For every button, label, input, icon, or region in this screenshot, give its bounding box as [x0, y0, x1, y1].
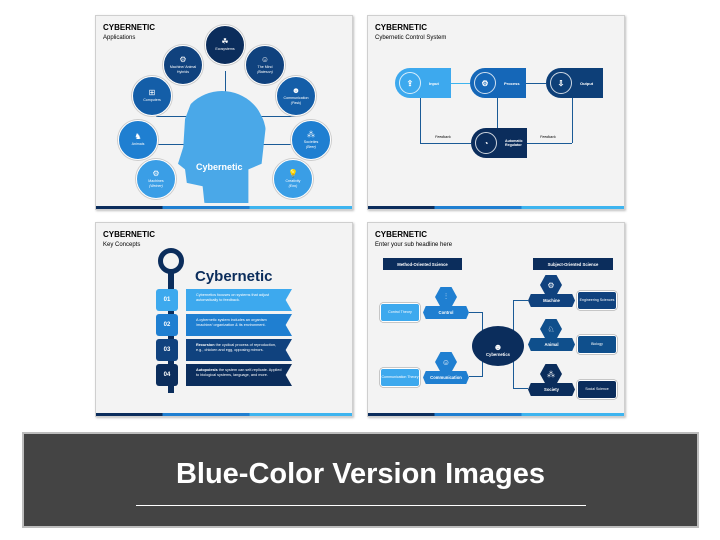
communication-node[interactable]: Communication — [423, 371, 469, 384]
regulator-block[interactable]: ◔Automatic Regulator — [471, 128, 527, 158]
engineering-box: Engineering Sciences — [577, 291, 617, 310]
node-machines[interactable]: ⚙Machines(Weiner) — [136, 159, 176, 199]
head-silhouette — [178, 91, 266, 203]
upload-icon: ⇪ — [399, 72, 421, 94]
communication-theory-box: Communication Theory — [380, 368, 420, 387]
feedback-left-label: Feedback — [435, 135, 451, 139]
control-node[interactable]: Control — [423, 306, 469, 319]
concept-number: 04 — [156, 364, 178, 386]
slide-control-system[interactable]: CYBERNETIC Cybernetic Control System ⇪In… — [367, 15, 625, 210]
head-label: Cybernetic — [196, 162, 243, 172]
download-icon: ⇩ — [550, 72, 572, 94]
animal-node[interactable]: Animal — [528, 338, 575, 351]
node-creativity[interactable]: 💡Creativity(Eno) — [273, 159, 313, 199]
machine-node[interactable]: Machine — [528, 294, 575, 307]
control-theory-box: Control Theory — [380, 303, 420, 322]
slide-subtitle: Cybernetic Control System — [375, 35, 447, 41]
lightbulb-icon: 💡 — [288, 169, 298, 179]
gauge-icon: ◔ — [475, 132, 497, 154]
node-societies[interactable]: ⁂Societies(Beer) — [291, 120, 331, 160]
animal-icon: ♘ — [540, 319, 562, 339]
concept-1: Cybernetics focuses on systems that adju… — [186, 289, 292, 311]
node-communication[interactable]: ☻Communication(Pask) — [276, 76, 316, 116]
concept-2: A cybernetic system includes an organism… — [186, 314, 292, 336]
version-banner: Blue-Color Version Images — [22, 432, 699, 528]
slide-title: CYBERNETIC — [375, 23, 428, 32]
output-block[interactable]: ⇩Output — [546, 68, 603, 98]
node-mind[interactable]: ☺The Mind(Bateson) — [245, 45, 285, 85]
slide-title: CYBERNETIC — [103, 23, 156, 32]
sliders-icon: ⫶ — [435, 287, 457, 307]
slide-title: CYBERNETIC — [103, 230, 156, 239]
concept-number: 01 — [156, 289, 178, 311]
cybernetics-center[interactable]: ☻Cybernetics — [472, 326, 524, 366]
slide-sciences[interactable]: CYBERNETIC Enter your sub headline here … — [367, 222, 625, 417]
animal-icon: ♞ — [134, 132, 142, 142]
slide-subtitle: Enter your sub headline here — [375, 242, 453, 248]
network-icon: ⊞ — [148, 88, 156, 98]
right-header: Subject-Oriented Science — [533, 258, 613, 270]
node-animals[interactable]: ♞Animals — [118, 120, 158, 160]
node-computers[interactable]: ⊞Computers — [132, 76, 172, 116]
left-header: Method-Oriented Science — [383, 258, 462, 270]
robot-arm-icon: ⚙ — [179, 55, 187, 65]
process-block[interactable]: ⚙Process — [470, 68, 526, 98]
concept-3: Recursion the cyclical process of reprod… — [186, 339, 292, 361]
banner-title: Blue-Color Version Images — [175, 458, 546, 490]
node-hybrids[interactable]: ⚙Machine/ Animal Hybrids — [163, 45, 203, 85]
ecosystem-icon: ☘ — [221, 37, 229, 47]
node-ecosystems[interactable]: ☘Ecosystems — [205, 25, 245, 65]
society-icon: ⁂ — [307, 130, 315, 140]
people-icon: ☻ — [291, 86, 301, 96]
mind-icon: ☺ — [260, 55, 270, 65]
concept-4: Autopoiesis the system can self-replicat… — [186, 364, 292, 386]
concept-number: 03 — [156, 339, 178, 361]
machine-icon: ⚙ — [540, 275, 562, 295]
concepts-heading: Cybernetic — [195, 268, 273, 285]
slide-applications[interactable]: CYBERNETIC Applications Cybernetic ☘Ecos… — [95, 15, 353, 210]
key-icon — [158, 248, 184, 274]
slide-key-concepts[interactable]: CYBERNETIC Key Concepts Cybernetic Cyber… — [95, 222, 353, 417]
society-icon: ⁂ — [540, 364, 562, 384]
social-science-box: Social Science — [577, 380, 617, 399]
input-block[interactable]: ⇪Input — [395, 68, 451, 98]
gears-icon: ⚙ — [474, 72, 496, 94]
slide-subtitle: Key Concepts — [103, 242, 141, 248]
biology-box: Biology — [577, 335, 617, 354]
people-icon: ☺ — [435, 352, 457, 372]
machine-icon: ⚙ — [152, 169, 160, 179]
banner-underline — [136, 505, 586, 506]
concept-number: 02 — [156, 314, 178, 336]
slide-subtitle: Applications — [103, 35, 136, 41]
feedback-right-label: Feedback — [540, 135, 556, 139]
society-node[interactable]: Society — [528, 383, 575, 396]
slide-title: CYBERNETIC — [375, 230, 428, 239]
robot-head-icon: ☻ — [493, 342, 503, 352]
